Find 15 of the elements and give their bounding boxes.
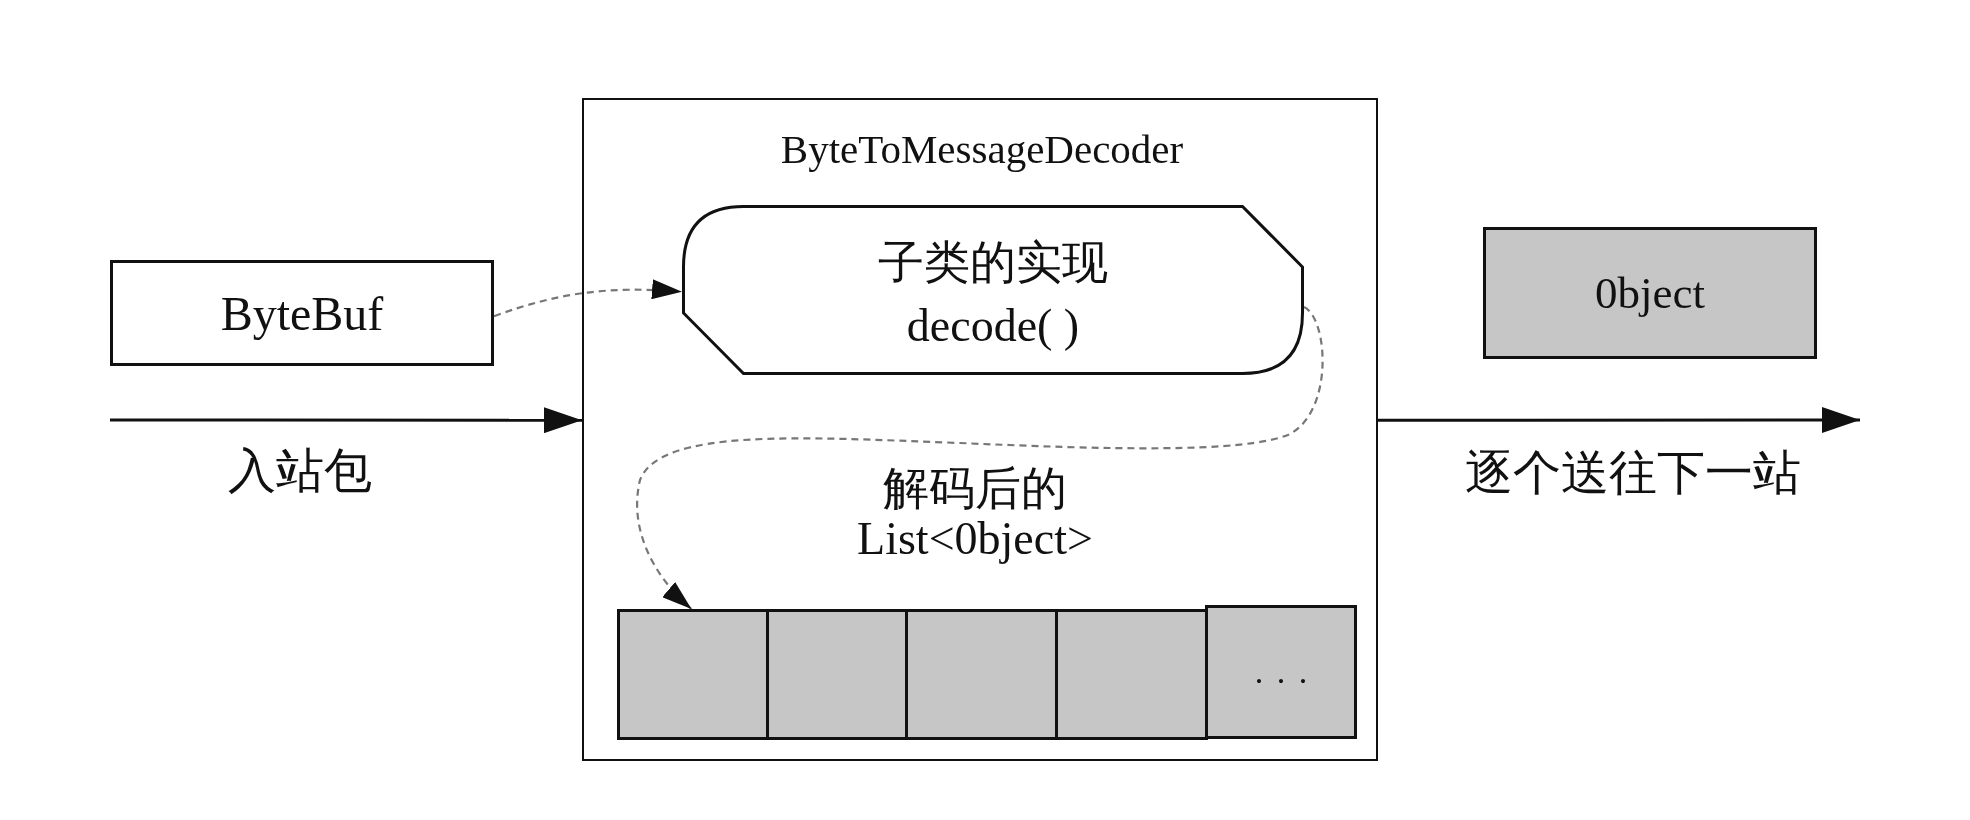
data-box: ByteBuf: [110, 260, 494, 366]
shape-label: decode( ): [906, 299, 1080, 353]
data-box: 0bject: [1483, 227, 1817, 359]
dashed-arrow: [636, 306, 1324, 610]
dashed-arrow: [493, 279, 683, 318]
list-cell: [905, 609, 1058, 740]
shape-label: 子类的实现: [878, 236, 1108, 290]
list-cell: [617, 609, 769, 740]
container-box: [582, 98, 1378, 761]
list-cell: ...: [1205, 605, 1357, 739]
arrow: [110, 407, 582, 434]
box-title: ByteToMessageDecoder: [780, 126, 1184, 174]
arrow: [1378, 407, 1860, 433]
list-cell: [766, 609, 908, 740]
list-cell: [1055, 609, 1208, 740]
